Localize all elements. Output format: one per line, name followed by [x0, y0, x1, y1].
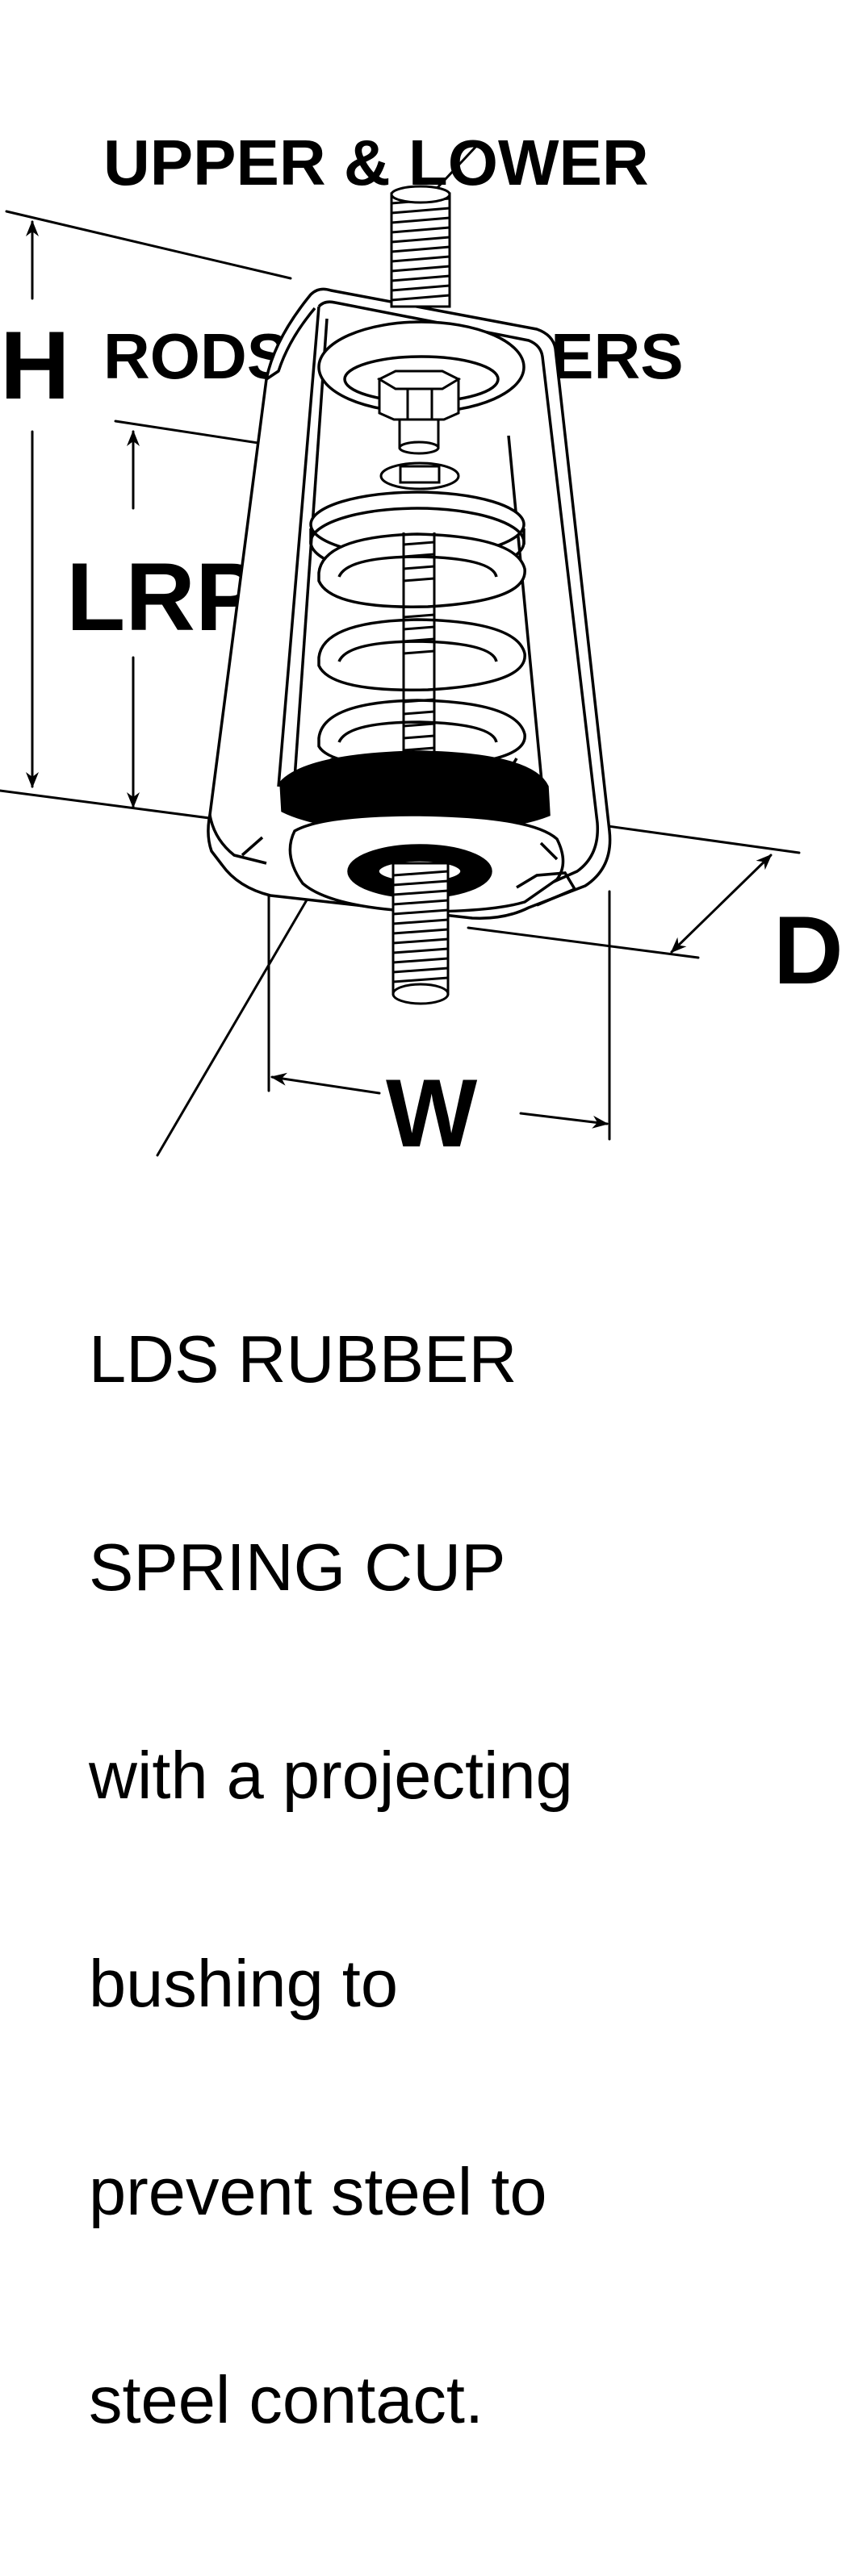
- bottom-callout-line-5: prevent steel to: [89, 2154, 547, 2229]
- diagram-svg: [0, 142, 801, 1157]
- dimension-label-d: D: [773, 896, 844, 1004]
- d-extension-bottom: [467, 926, 700, 959]
- d-arrow: [670, 854, 773, 954]
- upper-threaded-rod: [390, 185, 451, 308]
- lower-threaded-rod: [392, 862, 450, 1005]
- dimension-label-h: H: [0, 311, 70, 420]
- dimension-label-lrp: LRP: [66, 543, 260, 651]
- bottom-callout-line-3: with a projecting: [89, 1738, 573, 1813]
- bottom-callout-line-4: bushing to: [89, 1946, 399, 2021]
- w-arrow-left: [270, 1072, 381, 1095]
- coil-spring: [309, 491, 526, 794]
- mid-rod-section: [379, 418, 460, 491]
- dimension-label-w: W: [386, 1059, 478, 1167]
- bottom-callout-line-2: SPRING CUP: [89, 1530, 506, 1605]
- bottom-callout-line-6: steel contact.: [89, 2362, 484, 2437]
- top-callout-line-1: UPPER & LOWER: [103, 127, 649, 198]
- top-callout-leader: [430, 142, 480, 195]
- spring-hanger-figure: UPPER & LOWER RODS BY OTHERS H LRP W D L…: [0, 127, 844, 2435]
- inner-threaded-rod: [402, 532, 436, 774]
- w-arrow-right: [519, 1112, 609, 1129]
- h-extension-top: [5, 210, 292, 280]
- bottom-callout-line-1: LDS RUBBER: [89, 1321, 517, 1397]
- hex-nut: [376, 369, 462, 421]
- h-extension-bottom: [0, 789, 248, 825]
- d-extension-top: [572, 820, 801, 854]
